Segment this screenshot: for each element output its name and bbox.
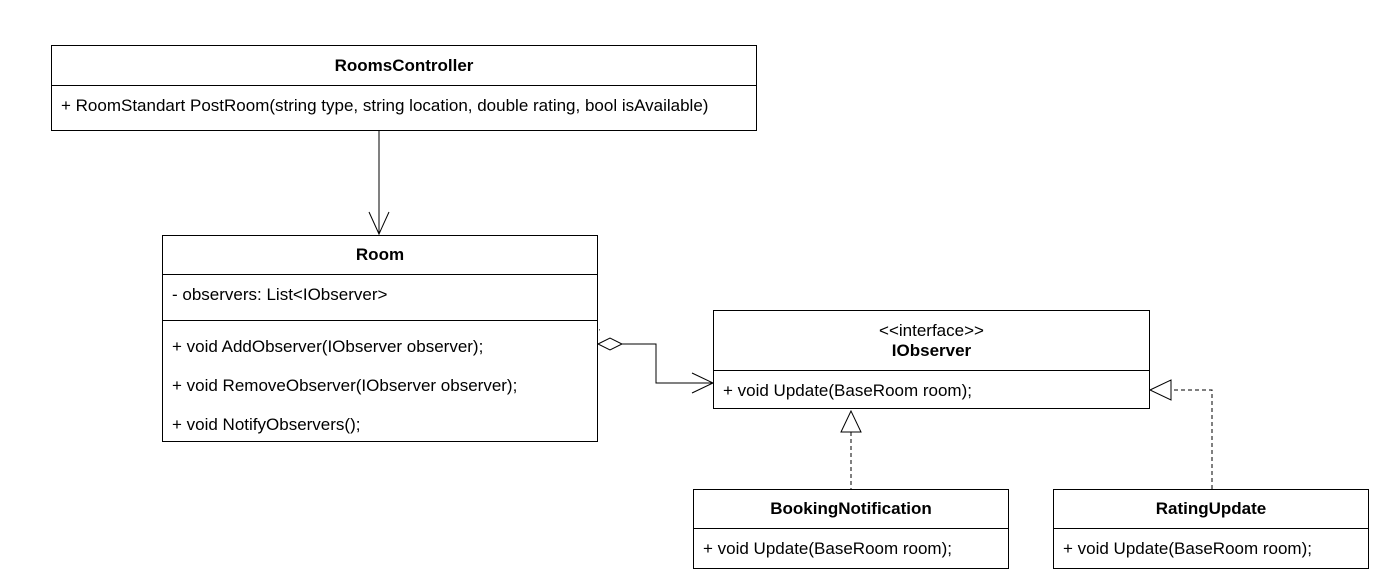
realization-booking-iobserver bbox=[840, 409, 862, 489]
operations-section: + void AddObserver(IObserver observer); … bbox=[163, 321, 597, 444]
operation: + void RemoveObserver(IObserver observer… bbox=[172, 376, 518, 395]
aggregation-room-iobserver bbox=[596, 337, 715, 394]
realization-rating-iobserver bbox=[1148, 379, 1213, 489]
operations-section: + void Update(BaseRoom room); bbox=[1054, 529, 1368, 568]
operations-section: + void Update(BaseRoom room); bbox=[714, 371, 1149, 410]
attributes-section: - observers: List<IObserver> bbox=[163, 275, 597, 321]
stereotype-label: <<interface>> bbox=[879, 320, 984, 340]
rating-update-class[interactable]: RatingUpdate + void Update(BaseRoom room… bbox=[1053, 489, 1369, 569]
operations-section: + void Update(BaseRoom room); bbox=[694, 529, 1008, 568]
class-name: BookingNotification bbox=[770, 499, 932, 518]
class-header: RoomsController bbox=[52, 46, 756, 86]
class-name: RoomsController bbox=[334, 55, 474, 75]
operation: + void AddObserver(IObserver observer); bbox=[172, 337, 484, 356]
iobserver-interface[interactable]: <<interface>> IObserver + void Update(Ba… bbox=[713, 310, 1150, 409]
operations-section: + RoomStandart PostRoom(string type, str… bbox=[52, 86, 756, 125]
class-name: Room bbox=[355, 245, 405, 264]
class-header: Room bbox=[163, 236, 597, 275]
class-header: <<interface>> IObserver bbox=[714, 311, 1149, 371]
operation: + void Update(BaseRoom room); bbox=[1063, 539, 1312, 558]
aggregation-multiplicity: ' bbox=[599, 329, 601, 336]
operation: + void Update(BaseRoom room); bbox=[703, 539, 952, 558]
rooms-controller-class[interactable]: RoomsController + RoomStandart PostRoom(… bbox=[51, 45, 757, 131]
attribute: - observers: List<IObserver> bbox=[172, 285, 388, 304]
booking-notification-class[interactable]: BookingNotification + void Update(BaseRo… bbox=[693, 489, 1009, 569]
association-controller-room bbox=[368, 130, 390, 236]
operation: + void NotifyObservers(); bbox=[172, 415, 361, 434]
operation: + RoomStandart PostRoom(string type, str… bbox=[61, 96, 709, 115]
class-header: BookingNotification bbox=[694, 490, 1008, 529]
class-header: RatingUpdate bbox=[1054, 490, 1368, 529]
operation: + void Update(BaseRoom room); bbox=[723, 381, 972, 400]
class-name: RatingUpdate bbox=[1155, 499, 1267, 518]
class-name: IObserver bbox=[891, 340, 972, 360]
room-class[interactable]: Room - observers: List<IObserver> + void… bbox=[162, 235, 598, 442]
